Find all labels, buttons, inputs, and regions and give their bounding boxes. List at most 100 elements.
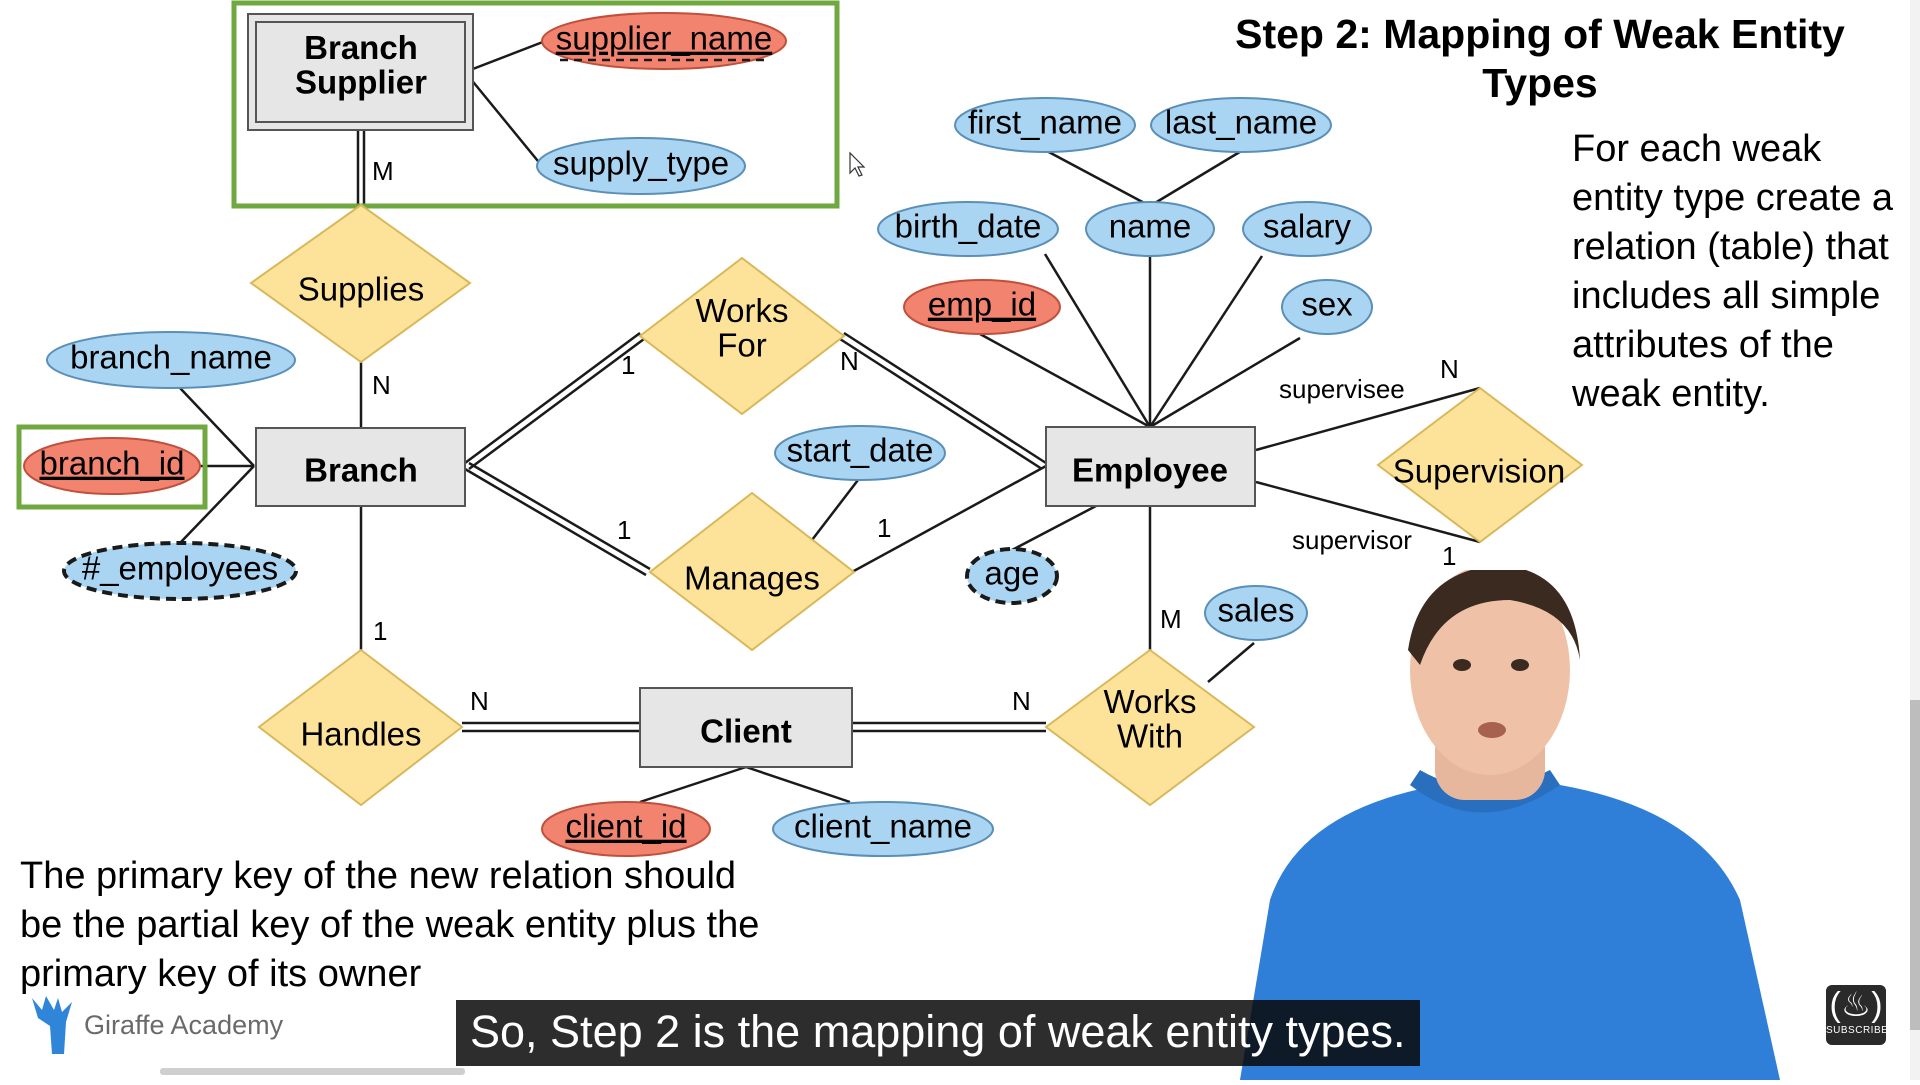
role-label-supervisor: supervisor (1292, 525, 1412, 555)
connector-line (1148, 255, 1264, 428)
entity-branch[interactable]: Branch (255, 427, 466, 507)
attribute-label: branch_name (70, 339, 272, 376)
entity-label: Client (700, 713, 792, 750)
freecodecamp-flame-icon: (♨) (1829, 986, 1883, 1024)
brand-name: Giraffe Academy (84, 1010, 284, 1040)
cardinality-label: N (372, 370, 391, 400)
attribute-label: emp_id (928, 286, 1036, 323)
connector-line (1043, 253, 1152, 428)
subscribe-label: SUBSCRIBE (1826, 1025, 1889, 1036)
relationship-label: Manages (684, 560, 820, 597)
cardinality-label: N (1440, 354, 1459, 384)
connector-lines (179, 38, 1481, 804)
attribute-label: age (984, 555, 1039, 592)
attribute-client-id[interactable]: client_id (541, 801, 711, 857)
attribute-last-name[interactable]: last_name (1150, 97, 1332, 153)
connector-line (811, 479, 859, 541)
double-connector-line (468, 337, 645, 471)
attribute-supplier-name[interactable]: supplier_name (541, 12, 787, 70)
attribute-num-employees[interactable]: #_employees (62, 541, 298, 601)
attribute-label: supplier_name (556, 20, 772, 57)
attribute-label: start_date (787, 432, 934, 469)
relationship-handles[interactable]: Handles (257, 648, 464, 807)
slide-bottom-note: The primary key of the new relation shou… (20, 855, 760, 995)
vertical-scrollbar-thumb[interactable] (1910, 700, 1920, 1030)
giraffe-logo-icon (32, 996, 72, 1054)
relationship-supervision[interactable]: Supervision (1376, 386, 1584, 544)
attribute-salary[interactable]: salary (1242, 201, 1372, 257)
cardinality-label: 1 (617, 515, 631, 545)
connector-line (1255, 386, 1481, 452)
subscribe-button[interactable]: (♨) SUBSCRIBE (1826, 985, 1889, 1045)
entity-label: Employee (1072, 452, 1228, 489)
attribute-label: client_id (565, 808, 686, 845)
attribute-sales[interactable]: sales (1204, 585, 1308, 641)
cardinality-label: N (1012, 686, 1031, 716)
double-connector-line (464, 467, 647, 577)
connector-line (1207, 642, 1255, 683)
mouse-cursor-icon (849, 151, 866, 177)
video-caption: So, Step 2 is the mapping of weak entity… (456, 1000, 1420, 1066)
connector-line (464, 71, 543, 167)
entity-client[interactable]: Client (639, 687, 853, 768)
attribute-label: last_name (1165, 104, 1317, 141)
attribute-label: supply_type (553, 145, 729, 182)
attribute-first-name[interactable]: first_name (954, 97, 1136, 153)
attribute-branch-name[interactable]: branch_name (46, 331, 296, 389)
highlight-box-branch-supplier (231, 0, 840, 209)
attribute-label: first_name (968, 104, 1122, 141)
attribute-client-name[interactable]: client_name (772, 801, 994, 857)
attribute-start-date[interactable]: start_date (774, 425, 946, 481)
connector-line (1044, 148, 1151, 208)
cardinality-label: N (840, 346, 859, 376)
connector-line (745, 765, 851, 804)
horizontal-scrollbar-thumb[interactable] (160, 1068, 465, 1075)
role-label-supervisee: supervisee (1279, 374, 1405, 404)
relationship-manages[interactable]: Manages (648, 491, 856, 652)
attribute-emp-id[interactable]: emp_id (903, 279, 1061, 335)
double-connector-line (839, 337, 1043, 471)
cardinality-label: 1 (621, 350, 635, 380)
highlight-box-branch-id (16, 424, 208, 510)
vertical-scrollbar-track[interactable] (1910, 0, 1920, 1080)
slide-title: Step 2: Mapping of Weak Entity Types (1235, 11, 1845, 106)
attribute-label: branch_id (40, 445, 185, 482)
relationship-label: Supervision (1393, 453, 1565, 490)
double-connector-line (464, 331, 641, 465)
connector-line (979, 332, 1151, 429)
cardinality-label: 1 (877, 513, 891, 543)
double-connector-line (468, 461, 651, 571)
connector-line (1149, 336, 1301, 429)
relationship-supplies[interactable]: Supplies (249, 203, 472, 364)
entity-label: Branch (304, 452, 418, 489)
attribute-birth-date[interactable]: birth_date (877, 201, 1059, 257)
attribute-label: client_name (794, 808, 972, 845)
attribute-label: #_employees (82, 550, 278, 587)
cardinality-label: N (470, 686, 489, 716)
connector-line (851, 464, 1047, 574)
connector-line (1255, 480, 1481, 544)
attribute-name[interactable]: name (1085, 201, 1215, 257)
cardinality-label: 1 (373, 616, 387, 646)
attribute-sex[interactable]: sex (1281, 279, 1373, 335)
connector-line (1011, 504, 1097, 552)
connector-line (639, 765, 747, 804)
attribute-supply-type[interactable]: supply_type (536, 137, 746, 195)
attribute-label: sales (1217, 592, 1294, 629)
entity-employee[interactable]: Employee (1045, 426, 1256, 507)
cardinality-label: M (372, 156, 394, 186)
relationship-label: Supplies (298, 271, 425, 308)
connector-line (464, 38, 549, 74)
cardinality-label: 1 (1442, 541, 1456, 571)
attribute-branch-id[interactable]: branch_id (23, 437, 201, 495)
connector-line (179, 465, 255, 544)
attribute-age[interactable]: age (965, 547, 1059, 605)
